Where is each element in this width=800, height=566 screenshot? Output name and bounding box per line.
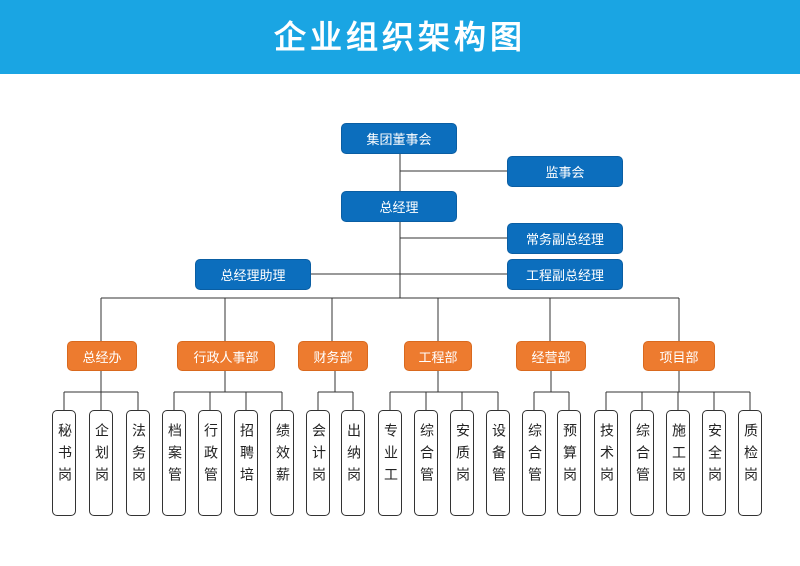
position-label: 综合管 [418,423,434,489]
position-box: 行政管 [198,410,222,516]
position-label: 企划岗 [93,423,109,489]
page-title: 企业组织架构图 [273,18,526,56]
executive-vp-node: 常务副总经理 [507,223,623,254]
supervisory-node: 监事会 [507,156,623,187]
position-label: 综合管 [526,423,542,489]
position-box: 综合管 [630,410,654,516]
position-label: 会计岗 [310,423,326,489]
dept-node: 工程部 [404,341,472,371]
position-label: 绩效薪 [274,423,290,489]
position-label: 行政管 [202,423,218,489]
dept-node: 行政人事部 [177,341,275,371]
position-box: 档案管 [162,410,186,516]
position-box: 绩效薪 [270,410,294,516]
position-box: 法务岗 [126,410,150,516]
dept-node: 项目部 [643,341,715,371]
position-box: 招聘培 [234,410,258,516]
board-node: 集团董事会 [341,123,457,154]
header-bar [0,0,800,74]
position-label: 秘书岗 [56,423,72,489]
position-label: 施工岗 [670,423,686,489]
position-box: 安质岗 [450,410,474,516]
position-label: 综合管 [634,423,650,489]
position-box: 质检岗 [738,410,762,516]
position-label: 档案管 [166,423,182,489]
position-box: 会计岗 [306,410,330,516]
position-label: 安质岗 [454,423,470,489]
position-label: 设备管 [490,423,506,489]
position-label: 专业工 [382,423,398,489]
position-label: 招聘培 [238,423,254,489]
position-label: 安全岗 [706,423,722,489]
position-box: 综合管 [522,410,546,516]
gm-assistant-node: 总经理助理 [195,259,311,290]
position-box: 出纳岗 [341,410,365,516]
position-box: 秘书岗 [52,410,76,516]
position-box: 专业工 [378,410,402,516]
position-box: 预算岗 [557,410,581,516]
position-box: 安全岗 [702,410,726,516]
gm-node: 总经理 [341,191,457,222]
position-label: 质检岗 [742,423,758,489]
dept-node: 财务部 [298,341,368,371]
position-label: 法务岗 [130,423,146,489]
dept-node: 经营部 [516,341,586,371]
engineering-vp-node: 工程副总经理 [507,259,623,290]
dept-node: 总经办 [67,341,137,371]
position-label: 技术岗 [598,423,614,489]
position-box: 技术岗 [594,410,618,516]
position-box: 施工岗 [666,410,690,516]
position-box: 设备管 [486,410,510,516]
position-label: 出纳岗 [345,423,361,489]
position-label: 预算岗 [561,423,577,489]
position-box: 企划岗 [89,410,113,516]
position-box: 综合管 [414,410,438,516]
